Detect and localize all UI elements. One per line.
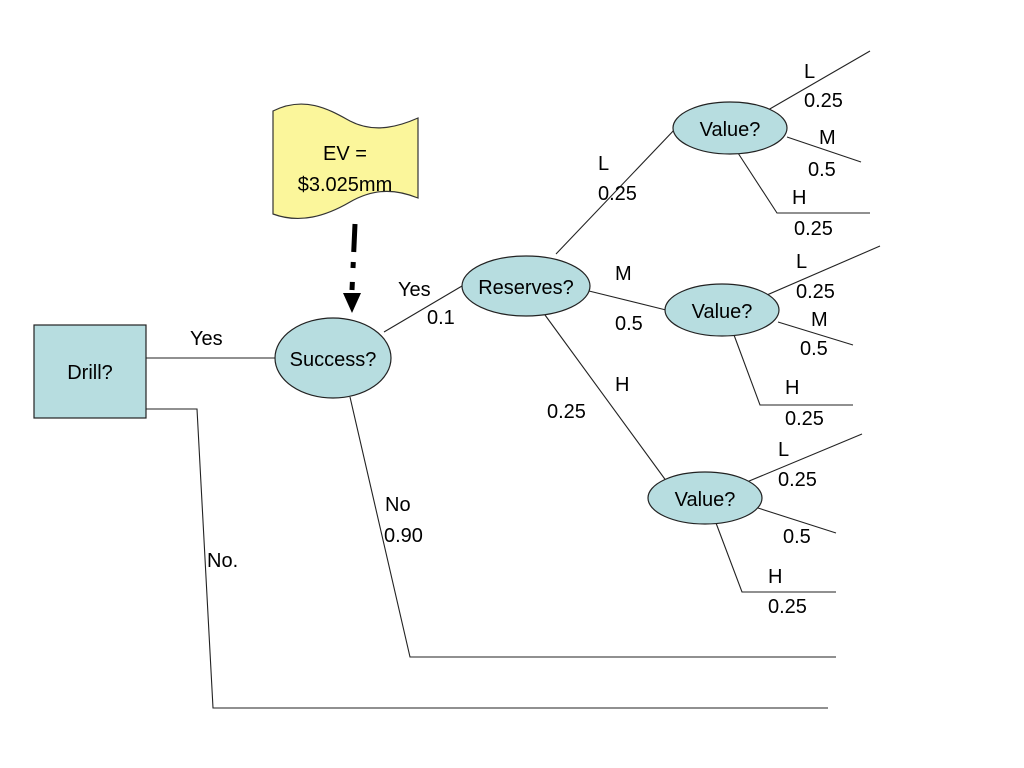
label-reserves-m: M xyxy=(615,263,632,285)
label-vb-l-prob: 0.25 xyxy=(778,469,817,491)
label-vb-l: L xyxy=(778,439,789,461)
label-vm-l-prob: 0.25 xyxy=(796,281,835,303)
edge-vm-l xyxy=(759,245,881,299)
chance-node-success[interactable]: Success? xyxy=(274,317,392,399)
edge-reserves-l xyxy=(555,127,677,255)
edge-vb-h xyxy=(715,522,836,593)
label-vb-h: H xyxy=(768,566,782,588)
chance-node-success-label: Success? xyxy=(290,349,377,371)
chance-node-value-bottom[interactable]: Value? xyxy=(647,471,763,525)
label-success-no-prob: 0.90 xyxy=(384,525,423,547)
label-reserves-h: H xyxy=(615,374,629,396)
label-reserves-l: L xyxy=(598,153,609,175)
edge-success-yes xyxy=(383,285,463,333)
ev-callout-flag: EV = $3.025mm xyxy=(272,103,419,220)
decision-node[interactable]: Drill? xyxy=(33,324,147,419)
chance-node-reserves-label: Reserves? xyxy=(478,277,574,299)
decision-node-label: Drill? xyxy=(67,362,113,384)
label-success-yes: Yes xyxy=(398,279,431,301)
tree-edges xyxy=(146,50,881,709)
label-vm-m-prob: 0.5 xyxy=(800,338,828,360)
label-reserves-h-prob: 0.25 xyxy=(547,401,586,423)
label-vm-l: L xyxy=(796,251,807,273)
chance-node-value-bottom-label: Value? xyxy=(675,489,736,511)
label-vt-h: H xyxy=(792,187,806,209)
label-reserves-m-prob: 0.5 xyxy=(615,313,643,335)
label-vb-h-prob: 0.25 xyxy=(768,596,807,618)
chance-node-reserves[interactable]: Reserves? xyxy=(461,255,591,317)
edge-vt-m xyxy=(786,136,862,163)
branch-labels: Yes No. Yes 0.1 No 0.90 L 0.25 M 0.5 H 0… xyxy=(190,61,843,618)
label-reserves-l-prob: 0.25 xyxy=(598,183,637,205)
label-vb-m-prob: 0.5 xyxy=(783,526,811,548)
edge-drill-no xyxy=(146,408,828,709)
edge-vt-h xyxy=(737,152,870,214)
callout-arrow xyxy=(343,223,361,313)
chance-node-value-top-label: Value? xyxy=(700,119,761,141)
callout-line-2: $3.025mm xyxy=(298,174,393,196)
edge-vm-h xyxy=(733,334,853,406)
label-vm-h: H xyxy=(785,377,799,399)
label-drill-yes: Yes xyxy=(190,328,223,350)
edge-reserves-m xyxy=(588,290,667,311)
label-vt-m: M xyxy=(819,127,836,149)
edge-vb-l xyxy=(741,433,863,485)
chance-node-value-top[interactable]: Value? xyxy=(672,101,788,155)
edge-vt-l xyxy=(767,50,871,111)
callout-line-1: EV = xyxy=(323,143,367,165)
label-vt-l-prob: 0.25 xyxy=(804,90,843,112)
edge-reserves-h xyxy=(544,314,668,483)
label-vm-m: M xyxy=(811,309,828,331)
label-drill-no: No. xyxy=(207,550,238,572)
edge-vm-m xyxy=(777,321,854,346)
label-success-yes-prob: 0.1 xyxy=(427,307,455,329)
label-vt-m-prob: 0.5 xyxy=(808,159,836,181)
chance-node-value-mid[interactable]: Value? xyxy=(664,283,780,337)
label-vm-h-prob: 0.25 xyxy=(785,408,824,430)
label-vt-l: L xyxy=(804,61,815,83)
label-success-no: No xyxy=(385,494,411,516)
edge-vb-m xyxy=(757,507,837,534)
chance-node-value-mid-label: Value? xyxy=(692,301,753,323)
arrowhead-down-icon xyxy=(343,293,361,313)
label-vt-h-prob: 0.25 xyxy=(794,218,833,240)
edge-success-no xyxy=(349,396,836,658)
